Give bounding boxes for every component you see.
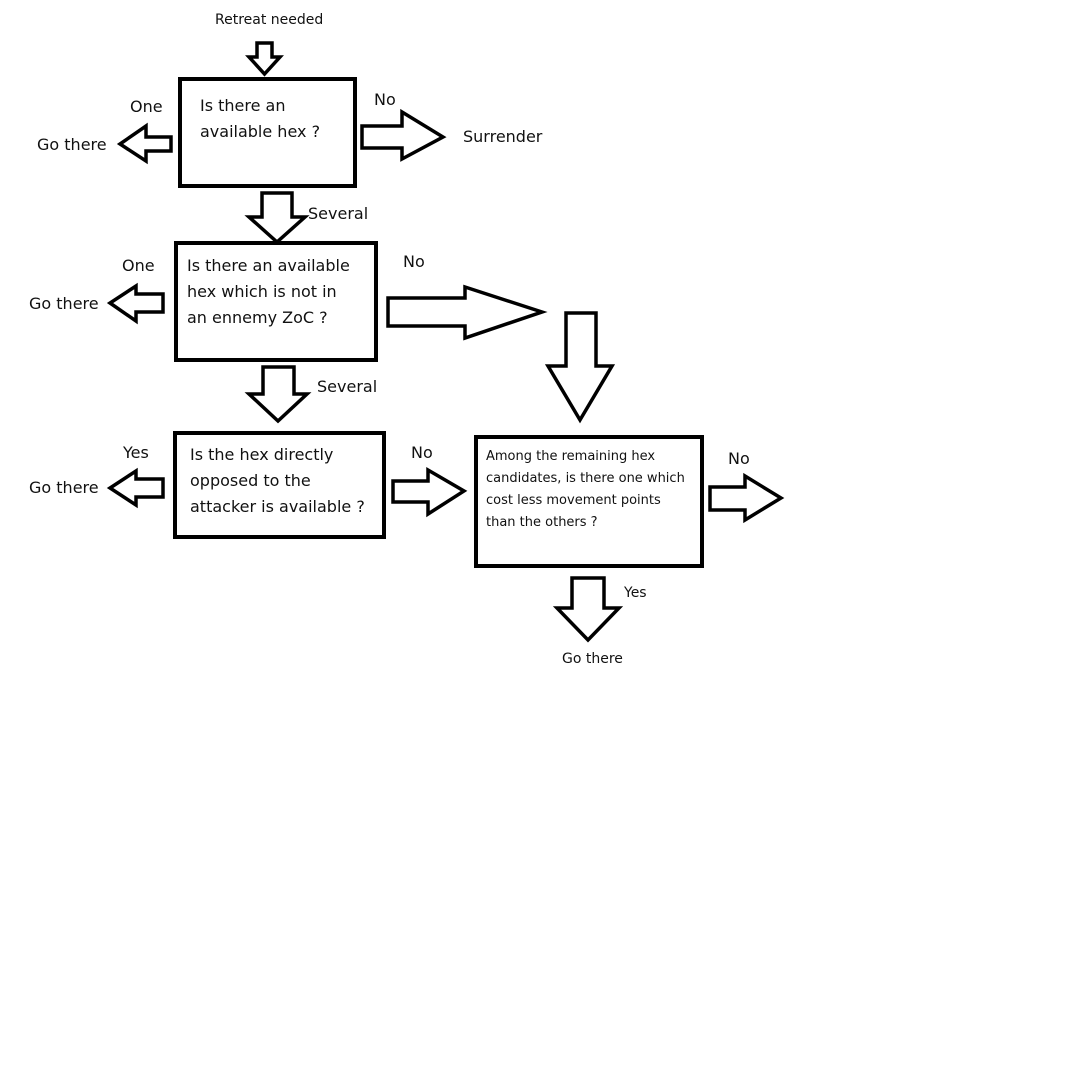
label-yes: Yes [624,585,647,601]
arrow-q4-yes-down [552,576,624,643]
question-line: Is there an available [187,256,350,275]
question-line: an ennemy ZoC ? [187,308,328,327]
label-several: Several [308,204,369,223]
question-line: Is the hex directly [190,445,334,464]
arrow-q2-no-right [386,284,548,341]
question-not-in-zoc: Is there an available hex which is not i… [187,253,350,331]
question-directly-opposed: Is the hex directly opposed to the attac… [190,442,365,520]
question-line: Is there an [200,96,286,115]
label-surrender: Surrender [463,127,543,146]
label-no: No [411,443,433,462]
question-available-hex: Is there an available hex ? [200,93,320,145]
question-line: opposed to the [190,471,311,490]
label-no: No [403,252,425,271]
arrow-q2-one-left [106,282,165,325]
arrow-q1-one-left [116,122,173,165]
question-line: attacker is available ? [190,497,365,516]
label-go-there: Go there [29,478,99,497]
box-not-in-zoc [174,241,378,362]
question-line: cost less movement points [486,493,661,508]
arrow-q4-no-right [708,472,785,524]
label-no: No [374,90,396,109]
question-line: available hex ? [200,122,321,141]
box-available-hex [178,77,357,188]
label-several: Several [317,377,378,396]
arrow-q3-no-right [391,466,468,518]
arrow-q3-yes-left [106,467,165,509]
label-one: One [130,97,163,116]
question-less-movement: Among the remaining hex candidates, is t… [486,446,685,534]
label-go-there: Go there [37,135,107,154]
label-go-there: Go there [29,294,99,313]
arrow-q1-no-right [360,108,447,162]
label-yes: Yes [123,443,149,462]
label-no: No [728,449,750,468]
arrow-no-down [544,311,616,424]
box-less-movement [474,435,704,568]
label-go-there: Go there [562,651,623,667]
question-line: hex which is not in [187,282,337,301]
question-line: than the others ? [486,515,598,530]
box-directly-opposed [173,431,386,539]
arrow-q1-several-down [244,191,310,245]
question-line: candidates, is there one which [486,471,685,486]
label-one: One [122,256,155,275]
arrow-start-down [245,41,284,77]
start-label: Retreat needed [215,12,324,28]
question-line: Among the remaining hex [486,449,656,464]
arrow-q2-several-down [244,365,312,424]
